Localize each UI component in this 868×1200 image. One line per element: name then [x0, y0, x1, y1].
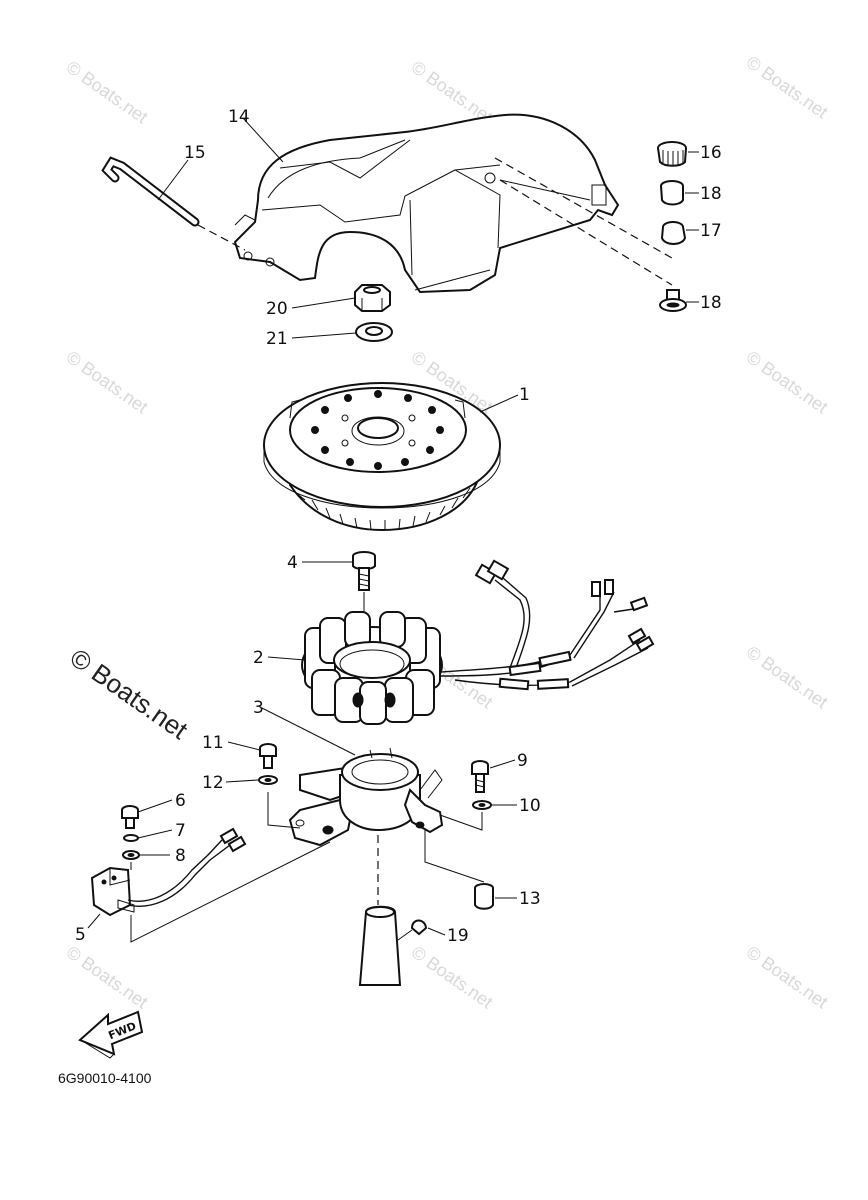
watermark: © Boats.net — [63, 347, 152, 417]
nut-part-20[interactable] — [354, 284, 391, 312]
callout-9: 9 — [517, 751, 528, 771]
watermark: © Boats.net — [408, 57, 497, 127]
fwd-arrow: FWD — [78, 1010, 144, 1059]
sleeve-part-13[interactable] — [474, 883, 494, 910]
rod-part-15[interactable] — [101, 156, 200, 227]
bolt-part-4[interactable] — [352, 551, 376, 591]
callouts: 14 15 16 18 17 18 20 21 1 4 2 3 11 12 9 … — [75, 107, 722, 946]
callout-19: 19 — [447, 926, 469, 946]
callout-6: 6 — [175, 791, 186, 811]
watermark: © Boats.net — [743, 52, 832, 122]
callout-2: 2 — [253, 648, 264, 668]
washer-part-8[interactable] — [122, 850, 140, 860]
callout-leaders — [87, 117, 699, 936]
callout-4: 4 — [287, 553, 298, 573]
stator-part-2[interactable] — [301, 611, 443, 725]
watermark: © Boats.net — [408, 942, 497, 1012]
callout-12: 12 — [202, 773, 224, 793]
screw-part-11[interactable] — [259, 743, 277, 769]
callout-3: 3 — [253, 698, 264, 718]
washer-part-10[interactable] — [472, 800, 492, 810]
leader-dashed — [494, 157, 673, 259]
leader-line — [424, 830, 485, 883]
key-part-19[interactable] — [410, 919, 428, 936]
callout-1: 1 — [519, 385, 530, 405]
callout-11: 11 — [202, 733, 224, 753]
washer-part-7[interactable] — [123, 834, 139, 842]
washer-part-21[interactable] — [355, 322, 393, 342]
watermark: © Boats.net — [743, 942, 832, 1012]
washer-part-12[interactable] — [258, 775, 278, 785]
callout-14: 14 — [228, 107, 250, 127]
flywheel-part-1[interactable] — [263, 382, 501, 532]
callout-17: 17 — [700, 221, 722, 241]
screw-part-6[interactable] — [121, 805, 139, 829]
watermark: © Boats.net — [63, 57, 152, 127]
leader-dashed — [197, 224, 246, 251]
cap-part-16[interactable] — [657, 141, 687, 167]
leader-line — [130, 841, 331, 943]
callout-20: 20 — [266, 299, 288, 319]
watermark: © Boats.net — [743, 347, 832, 417]
watermark-large: © Boats.net — [65, 642, 194, 745]
callout-13: 13 — [519, 889, 541, 909]
crankshaft-end — [358, 905, 402, 986]
callout-8: 8 — [175, 846, 186, 866]
pulser-coil-part-5[interactable] — [90, 827, 247, 917]
leader-line — [397, 929, 413, 941]
screw-part-9[interactable] — [471, 760, 489, 793]
callout-5: 5 — [75, 925, 86, 945]
callout-21: 21 — [266, 329, 288, 349]
plug-part-17[interactable] — [660, 221, 687, 245]
stator-base-part-3[interactable] — [288, 747, 444, 847]
stator-wire-harness — [439, 559, 655, 691]
callout-18: 18 — [700, 293, 722, 313]
callout-15: 15 — [184, 143, 206, 163]
diagram-code: 6G90010-4100 — [58, 1070, 152, 1086]
leader-dashed — [499, 179, 673, 286]
callout-7: 7 — [175, 821, 186, 841]
grommet-part-18-top[interactable] — [660, 180, 684, 206]
watermark: © Boats.net — [63, 942, 152, 1012]
callout-16: 16 — [700, 143, 722, 163]
leader-line — [439, 812, 483, 831]
watermark: © Boats.net — [743, 642, 832, 712]
flywheel-cover-part-14[interactable] — [233, 113, 620, 294]
callout-18: 18 — [700, 184, 722, 204]
grommet-part-18-bottom[interactable] — [659, 289, 687, 312]
callout-10: 10 — [519, 796, 541, 816]
leader-line — [267, 792, 301, 829]
